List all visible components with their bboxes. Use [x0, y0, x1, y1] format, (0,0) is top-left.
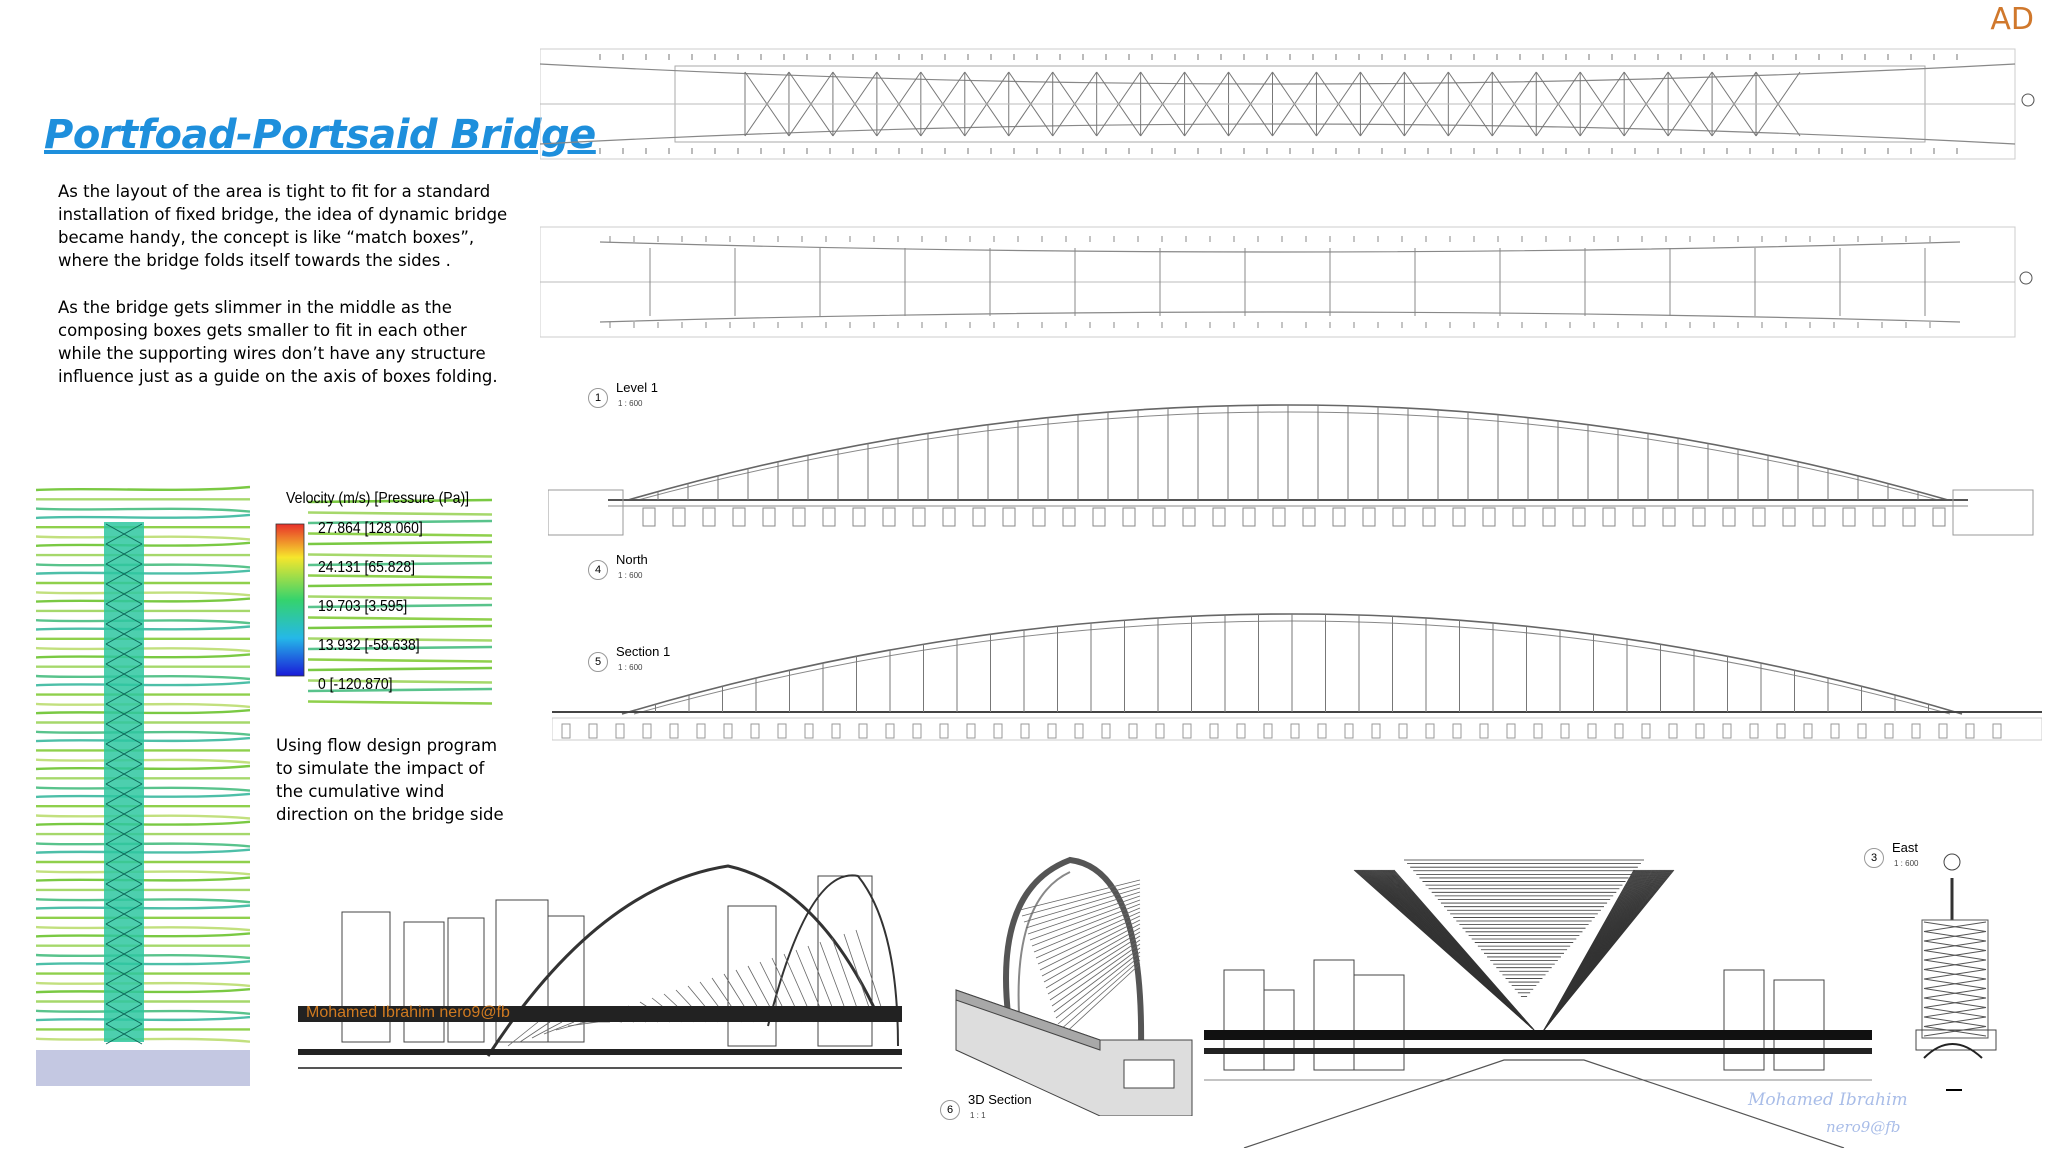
- view-number-level1: 1: [588, 388, 608, 408]
- legend-value-3: 19.703 [3.595]: [318, 598, 408, 615]
- view-scale-level1: 1 : 600: [618, 399, 643, 408]
- legend-value-1: 27.864 [128.060]: [318, 520, 423, 537]
- bridge-plan-top: [540, 48, 2035, 160]
- view-number-north: 4: [588, 560, 608, 580]
- view-scale-east: 1 : 600: [1894, 859, 1919, 868]
- velocity-legend: [275, 498, 492, 705]
- bridge-3d-section-render: [950, 850, 1194, 1116]
- view-number-3d-section: 6: [940, 1100, 960, 1120]
- view-label-section1: Section 1: [616, 644, 671, 659]
- view-scale-north: 1 : 600: [618, 571, 643, 580]
- legend-value-2: 24.131 [65.828]: [318, 559, 415, 576]
- render-watermark: Mohamed Ibrahim nero9@fb: [306, 1004, 510, 1021]
- description-paragraph-1: As the layout of the area is tight to fi…: [58, 182, 508, 270]
- view-label-east: East: [1892, 840, 1919, 855]
- description-paragraph-2: As the bridge gets slimmer in the middle…: [58, 298, 498, 386]
- signature-watermark-line1: Mohamed Ibrahim: [1748, 1090, 1908, 1110]
- bridge-east-elevation: [1915, 853, 1997, 1091]
- bridge-deck-perspective: [1204, 830, 1872, 1148]
- signature-watermark-line2: nero9@fb: [1826, 1118, 1901, 1136]
- view-label-level1: Level 1: [616, 380, 658, 395]
- legend-title: Velocity (m/s) [Pressure (Pa)]: [286, 490, 470, 507]
- ad-badge: AD: [1990, 2, 2034, 37]
- bridge-elevation-section1: [552, 613, 2042, 741]
- view-scale-3d-section: 1 : 1: [970, 1111, 986, 1120]
- bridge-render-perspective: [298, 846, 902, 1096]
- view-scale-section1: 1 : 600: [618, 663, 643, 672]
- view-label-north: North: [616, 552, 648, 567]
- flow-design-note: Using flow design program to simulate th…: [276, 736, 504, 824]
- wind-simulation-image: [36, 484, 250, 1086]
- legend-value-4: 13.932 [-58.638]: [318, 637, 420, 654]
- view-number-east: 3: [1864, 848, 1884, 868]
- bridge-plan-lower: [540, 226, 2033, 338]
- page-title: Portfoad-Portsaid Bridge: [44, 112, 596, 158]
- view-number-section1: 5: [588, 652, 608, 672]
- view-label-3d-section: 3D Section: [968, 1092, 1032, 1107]
- legend-value-5: 0 [-120.870]: [318, 676, 393, 693]
- bridge-elevation-level1: [548, 404, 2034, 536]
